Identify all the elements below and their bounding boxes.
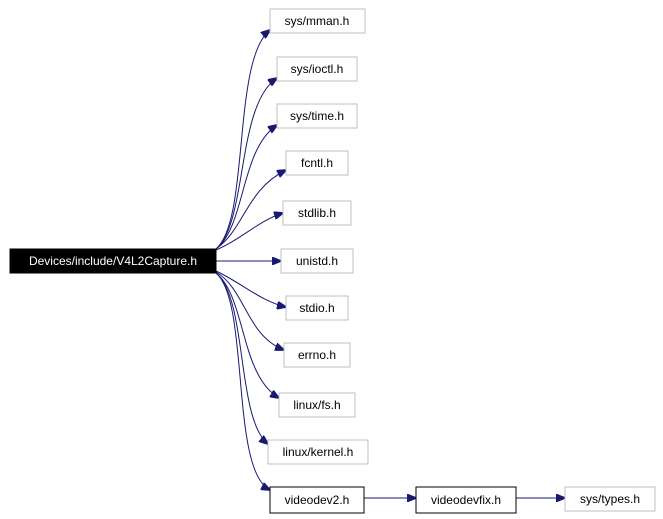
node-videodevfix[interactable]: videodevfix.h (415, 486, 517, 514)
node-label: videodev2.h (285, 493, 350, 507)
edge-to-fcntl (215, 170, 286, 250)
node-errno[interactable]: errno.h (283, 342, 351, 368)
edge-layer (215, 30, 565, 498)
node-label: stdio.h (299, 301, 334, 315)
node-label: fcntl.h (301, 156, 333, 170)
node-v4l2capture[interactable]: Devices/include/V4L2Capture.h (9, 248, 217, 274)
node-label: unistd.h (296, 254, 338, 268)
node-label: sys/mman.h (285, 14, 350, 28)
edge-to-stdio (215, 270, 286, 307)
node-label: linux/kernel.h (283, 445, 354, 459)
node-sys-time[interactable]: sys/time.h (276, 103, 358, 129)
node-label: videodevfix.h (431, 493, 501, 507)
node-sys-types[interactable]: sys/types.h (564, 486, 656, 512)
edge-to-linux-kernel (215, 272, 268, 444)
edge-to-errno (215, 271, 284, 350)
node-linux-kernel[interactable]: linux/kernel.h (267, 439, 369, 465)
edge-to-linux-fs (215, 272, 279, 398)
node-label: stdlib.h (298, 206, 336, 220)
node-sys-mman[interactable]: sys/mman.h (269, 8, 366, 34)
node-unistd[interactable]: unistd.h (280, 248, 354, 274)
node-layer: Devices/include/V4L2Capture.h sys/mman.h… (9, 8, 656, 514)
node-stdio[interactable]: stdio.h (285, 295, 349, 321)
node-label: sys/time.h (290, 109, 344, 123)
edge-to-sys-ioctl (215, 78, 277, 250)
edge-to-videodev2 (215, 272, 270, 490)
node-label: sys/ioctl.h (291, 62, 344, 76)
node-fcntl[interactable]: fcntl.h (285, 150, 349, 176)
edge-to-sys-time (215, 125, 277, 250)
node-label: Devices/include/V4L2Capture.h (29, 254, 197, 268)
node-sys-ioctl[interactable]: sys/ioctl.h (276, 56, 358, 82)
node-label: sys/types.h (580, 492, 640, 506)
node-stdlib[interactable]: stdlib.h (282, 200, 352, 226)
node-videodev2[interactable]: videodev2.h (269, 486, 365, 514)
node-label: linux/fs.h (293, 398, 340, 412)
edge-to-sys-mman (215, 30, 270, 250)
node-label: errno.h (298, 348, 336, 362)
node-linux-fs[interactable]: linux/fs.h (278, 392, 356, 418)
edge-to-stdlib (215, 213, 283, 251)
